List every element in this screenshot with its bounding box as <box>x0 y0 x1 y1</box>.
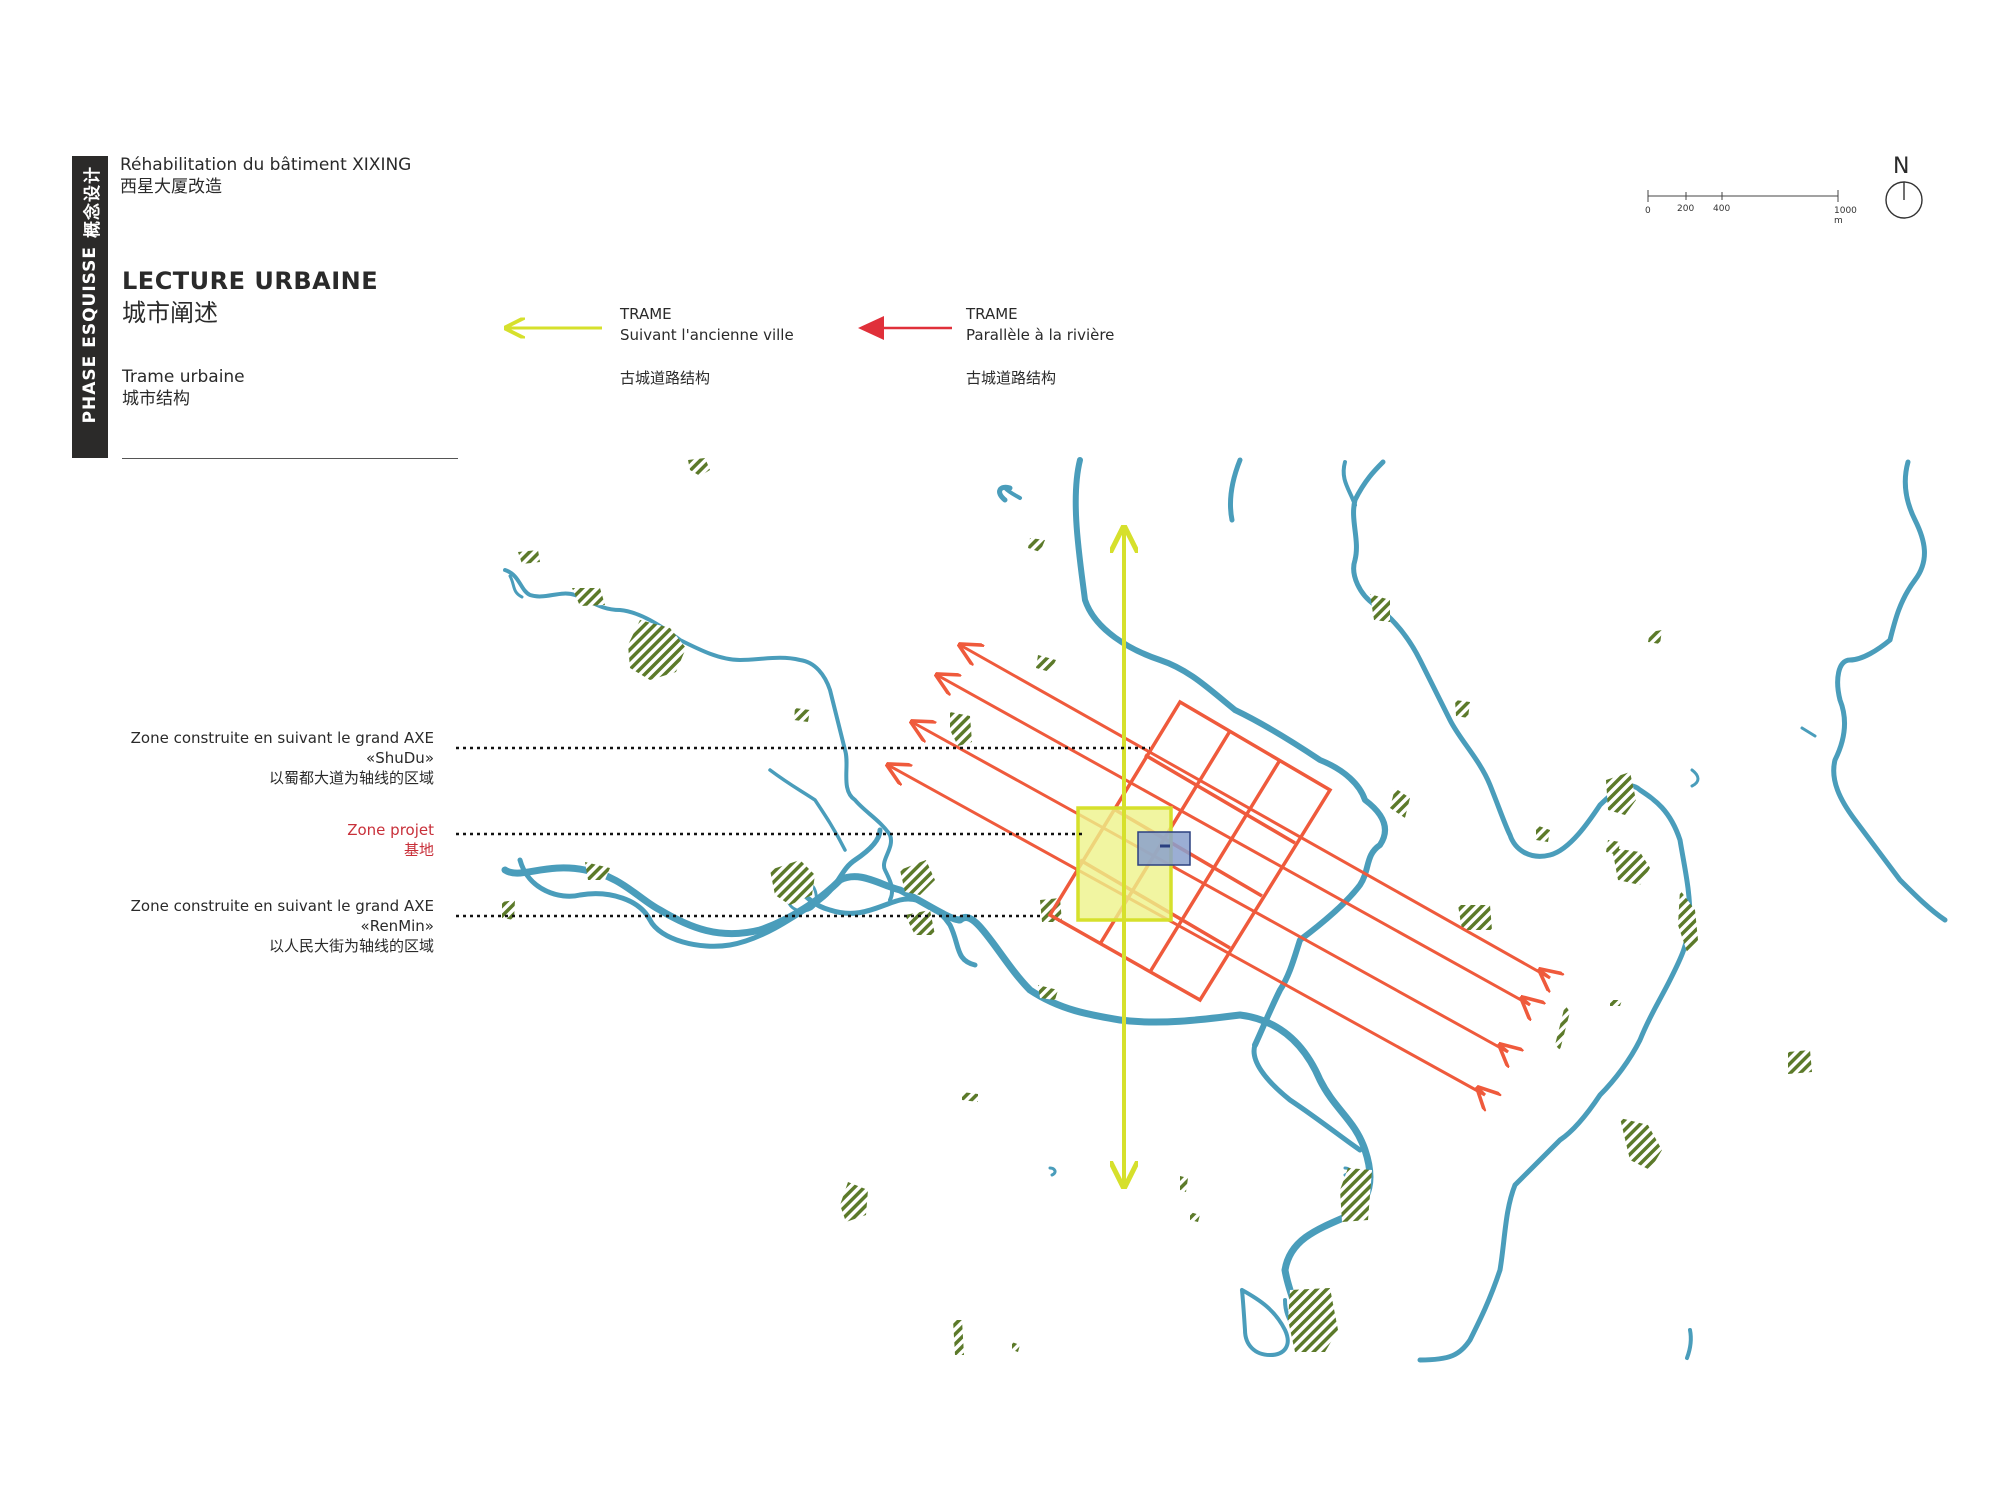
legend-red-title: TRAME <box>966 305 1018 323</box>
scale-bar <box>1647 190 1839 202</box>
annotation-renmin-cn: 以人民大街为轴线的区域 <box>268 937 434 955</box>
phase-side-band: PHASE ESQUISSE 概念设计 <box>72 156 108 458</box>
red-trame-arrows <box>888 645 1550 1095</box>
annotation-shudu: Zone construite en suivant le grand AXE … <box>90 728 434 788</box>
legend-yellow-title: TRAME <box>620 305 672 323</box>
project-building-box <box>1137 831 1191 866</box>
built-zones <box>502 458 1812 1355</box>
annotation-renmin-name: «RenMin» <box>360 917 434 935</box>
section-title-fr: Trame urbaine <box>122 367 245 387</box>
scale-tick-200: 200 <box>1677 204 1695 214</box>
project-title-cn: 西星大厦改造 <box>120 177 222 197</box>
legend-red-arrow <box>858 316 952 340</box>
page-title-cn: 城市阐述 <box>122 299 218 327</box>
annotation-project-cn: 基地 <box>403 841 434 859</box>
annotation-project-zone: Zone projet 基地 <box>90 820 434 860</box>
rivers <box>501 457 1948 1363</box>
legend-yellow-cn: 古城道路结构 <box>620 369 711 387</box>
north-label: N <box>1893 154 1910 179</box>
annotation-shudu-cn: 以蜀都大道为轴线的区域 <box>268 769 434 787</box>
legend-red-cn: 古城道路结构 <box>966 369 1057 387</box>
annotation-renmin-fr: Zone construite en suivant le grand AXE <box>130 897 434 915</box>
legend-red-desc: Parallèle à la rivière <box>966 326 1115 344</box>
annotation-renmin: Zone construite en suivant le grand AXE … <box>90 896 434 956</box>
scale-tick-400: 400 <box>1713 204 1731 214</box>
section-title-cn: 城市结构 <box>122 389 190 409</box>
scale-tick-0: 0 <box>1645 206 1651 216</box>
header-divider <box>122 458 458 459</box>
annotation-project-fr: Zone projet <box>347 821 434 839</box>
north-arrow-icon <box>1885 181 1923 219</box>
annotation-shudu-fr: Zone construite en suivant le grand AXE <box>130 729 434 747</box>
project-title-fr: Réhabilitation du bâtiment XIXING <box>120 155 412 175</box>
scale-tick-1000: 1000 m <box>1834 206 1857 226</box>
annotation-shudu-name: «ShuDu» <box>366 749 434 767</box>
legend-yellow-desc: Suivant l'ancienne ville <box>620 326 794 344</box>
page-title: LECTURE URBAINE <box>122 267 379 295</box>
